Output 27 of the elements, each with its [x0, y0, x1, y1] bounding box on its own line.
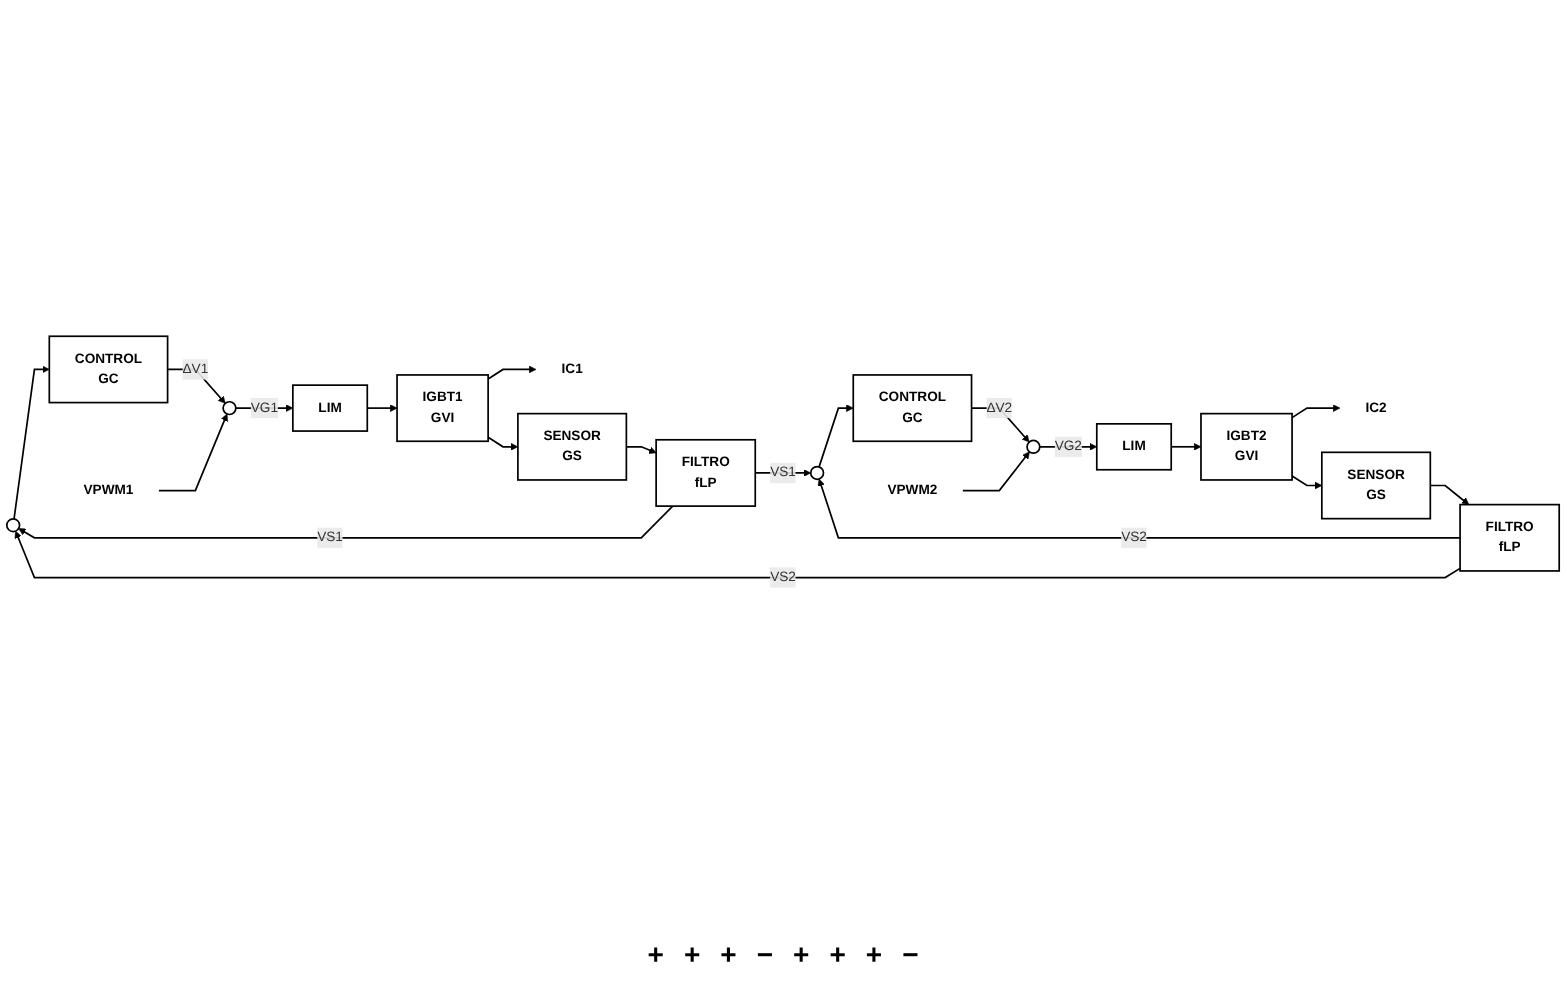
- arrow: [1429, 484, 1470, 505]
- arrow: [158, 413, 228, 492]
- arrow: [818, 404, 854, 468]
- sign-label: −: [902, 938, 919, 970]
- node-circle: [1026, 439, 1041, 455]
- node-circle: [222, 400, 237, 416]
- sign-label: +: [683, 938, 701, 970]
- sign-label: +: [720, 938, 737, 970]
- arrow: [1291, 404, 1341, 419]
- arrow: [625, 445, 657, 454]
- sign-label: −: [756, 938, 773, 970]
- arrow: [487, 365, 537, 380]
- sign-label: +: [647, 938, 664, 970]
- sign-label: +: [829, 938, 846, 970]
- arrow: [1291, 475, 1323, 490]
- node-circle: [809, 465, 825, 481]
- arrow: [14, 530, 1461, 579]
- arrow: [1170, 443, 1202, 451]
- arrow: [962, 451, 1030, 492]
- sign-label: +: [865, 938, 883, 970]
- arrow: [366, 404, 398, 412]
- arrow: [18, 505, 674, 539]
- arrow: [817, 478, 1461, 539]
- sign-label: +: [793, 938, 810, 970]
- arrow: [13, 365, 50, 520]
- arrow: [487, 436, 519, 451]
- node-circle: [5, 518, 21, 533]
